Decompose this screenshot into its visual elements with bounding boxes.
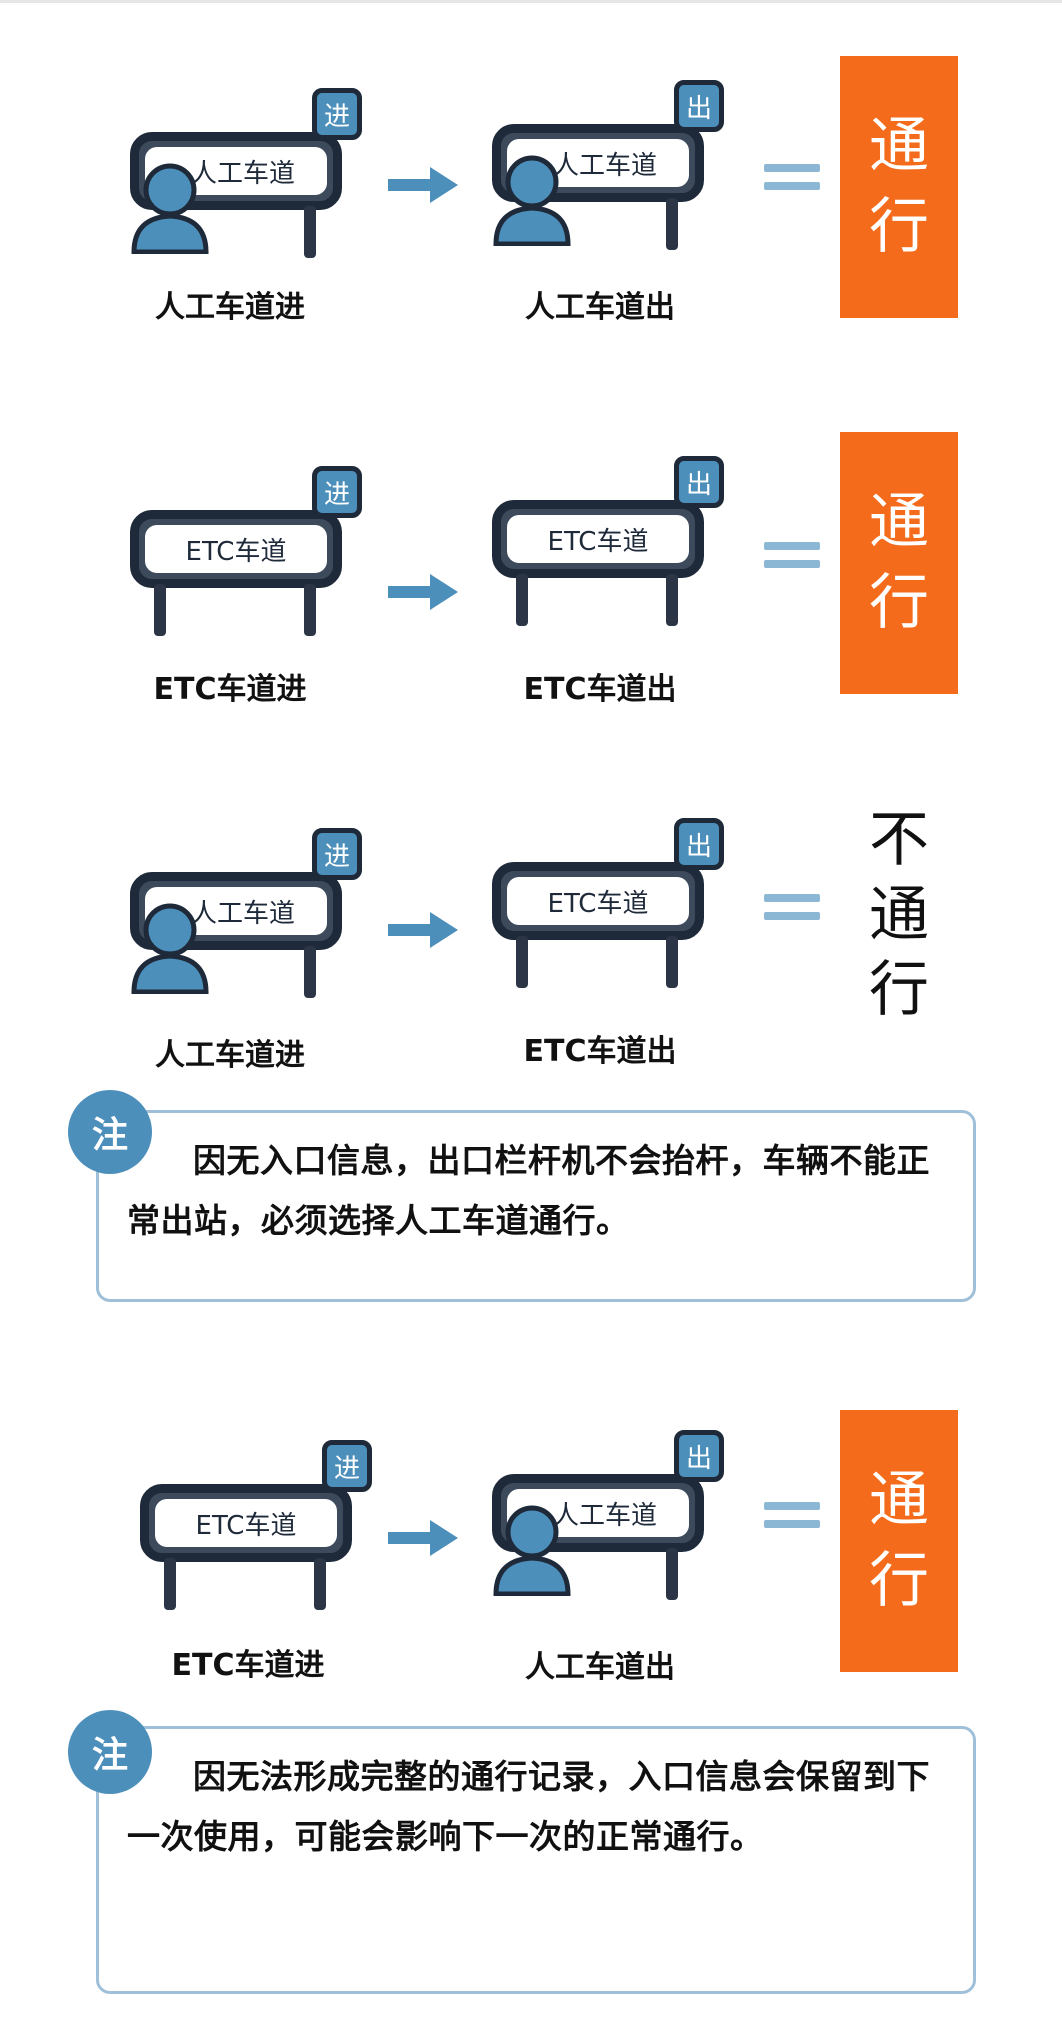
gate-leg <box>164 1558 176 1610</box>
gate-board-text: ETC车道 <box>507 515 689 563</box>
note-badge: 注 <box>68 1090 152 1174</box>
entry-tag: 进 <box>312 88 362 140</box>
exit-tag: 出 <box>674 456 724 508</box>
entry-tag: 进 <box>312 828 362 880</box>
result-char: 行 <box>869 954 929 1025</box>
entry-label: 人工车道进 <box>155 290 305 325</box>
result-box: 通 行 <box>840 56 958 318</box>
exit-tag: 出 <box>674 80 724 132</box>
gate-board: ETC车道 <box>492 862 704 940</box>
gate-leg <box>314 1558 326 1610</box>
equals-sign <box>764 158 820 198</box>
exit-tag: 出 <box>674 1430 724 1482</box>
gate-leg <box>666 574 678 626</box>
exit-label: ETC车道出 <box>523 672 677 707</box>
note-box: 因无法形成完整的通行记录，入口信息会保留到下一次使用，可能会影响下一次的正常通行… <box>96 1726 976 1994</box>
result-text: 不 通 行 <box>840 772 958 1058</box>
entry-gate: ETC车道 进 <box>128 460 362 636</box>
toll-collector-icon <box>131 903 209 994</box>
entry-tag: 进 <box>312 466 362 518</box>
exit-gate: 人工车道 出 <box>490 74 724 250</box>
toll-collector-icon <box>131 163 209 254</box>
result-char: 行 <box>869 1546 929 1616</box>
entry-gate: 人工车道 进 <box>128 82 362 258</box>
note-box: 因无入口信息，出口栏杆机不会抬杆，车辆不能正常出站，必须选择人工车道通行。 <box>96 1110 976 1302</box>
entry-label: ETC车道进 <box>153 672 307 707</box>
gate-board: ETC车道 <box>140 1484 352 1562</box>
gate-leg <box>666 1548 678 1600</box>
result-box: 通 行 <box>840 432 958 694</box>
gate-leg <box>304 584 316 636</box>
entry-label: ETC车道进 <box>171 1648 325 1683</box>
arrow-icon <box>388 912 458 948</box>
gate-leg <box>304 206 316 258</box>
equals-sign <box>764 888 820 928</box>
gate-leg <box>516 574 528 626</box>
gate-board: ETC车道 <box>130 510 342 588</box>
arrow-icon <box>388 167 458 203</box>
top-divider <box>0 0 1062 3</box>
gate-board-text: ETC车道 <box>145 525 327 573</box>
exit-label: ETC车道出 <box>523 1034 677 1069</box>
exit-tag: 出 <box>674 818 724 870</box>
exit-label: 人工车道出 <box>525 290 675 325</box>
exit-gate: ETC车道 出 <box>490 450 724 626</box>
result-char: 行 <box>869 568 929 638</box>
exit-gate: 人工车道 出 <box>490 1424 724 1600</box>
note-text: 因无法形成完整的通行记录，入口信息会保留到下一次使用，可能会影响下一次的正常通行… <box>127 1757 930 1856</box>
gate-leg <box>154 584 166 636</box>
result-char: 通 <box>869 879 929 950</box>
result-box: 通 行 <box>840 1410 958 1672</box>
gate-leg <box>304 946 316 998</box>
gate-leg <box>516 936 528 988</box>
equals-sign <box>764 1496 820 1536</box>
gate-board-text: ETC车道 <box>155 1499 337 1547</box>
gate-leg <box>666 936 678 988</box>
result-char: 通 <box>869 487 929 557</box>
arrow-icon <box>388 1520 458 1556</box>
note-text: 因无入口信息，出口栏杆机不会抬杆，车辆不能正常出站，必须选择人工车道通行。 <box>127 1141 930 1240</box>
result-char: 行 <box>869 192 929 262</box>
equals-sign <box>764 536 820 576</box>
entry-gate: 人工车道 进 <box>128 822 362 998</box>
exit-label: 人工车道出 <box>525 1650 675 1685</box>
gate-board: 人工车道 <box>492 124 704 202</box>
result-char: 通 <box>869 1465 929 1535</box>
toll-collector-icon <box>493 155 571 246</box>
entry-label: 人工车道进 <box>155 1038 305 1073</box>
arrow-icon <box>388 574 458 610</box>
entry-tag: 进 <box>322 1440 372 1492</box>
result-char: 通 <box>869 111 929 181</box>
gate-board: ETC车道 <box>492 500 704 578</box>
exit-gate: ETC车道 出 <box>490 812 724 988</box>
gate-board-text: ETC车道 <box>507 877 689 925</box>
result-char: 不 <box>869 804 929 875</box>
toll-collector-icon <box>493 1505 571 1596</box>
gate-leg <box>666 198 678 250</box>
note-badge: 注 <box>68 1710 152 1794</box>
entry-gate: ETC车道 进 <box>138 1434 372 1610</box>
